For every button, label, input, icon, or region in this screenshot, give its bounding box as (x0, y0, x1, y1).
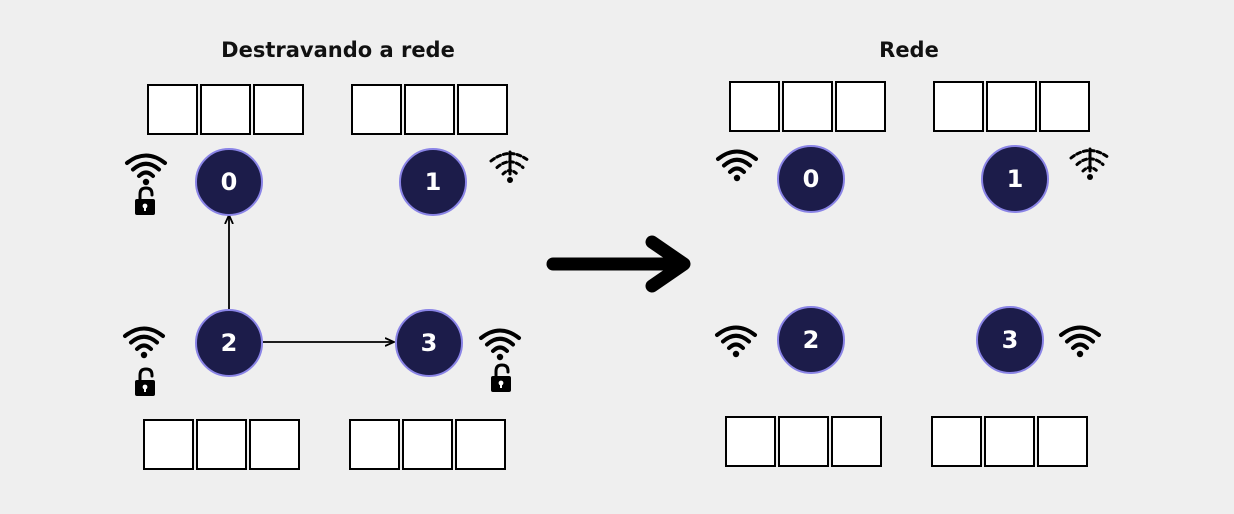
node-3-slots (931, 416, 1088, 467)
slot (349, 419, 400, 470)
slot (249, 419, 300, 470)
slot (455, 419, 506, 470)
right-panel-title: Rede (879, 38, 939, 62)
slot (404, 84, 455, 135)
node-2-slots (725, 416, 882, 467)
wifi-icon (124, 150, 168, 186)
slot (831, 416, 882, 467)
slot (147, 84, 198, 135)
wifi-icon (122, 323, 166, 359)
wifi-icon (478, 325, 522, 361)
slot (984, 416, 1035, 467)
wifi-off-icon (1068, 145, 1112, 181)
slot (200, 84, 251, 135)
slot (778, 416, 829, 467)
unlocked-padlock-icon (133, 186, 157, 216)
slot (835, 81, 886, 132)
node-2[interactable]: 2 (195, 309, 263, 377)
slot (457, 84, 508, 135)
node-3-slots (349, 419, 506, 470)
node-1-slots (351, 84, 508, 135)
slot (725, 416, 776, 467)
node-3[interactable]: 3 (976, 306, 1044, 374)
right-arrow-icon (546, 235, 691, 293)
node-1[interactable]: 1 (981, 145, 1049, 213)
slot (931, 416, 982, 467)
slot (1039, 81, 1090, 132)
slot (402, 419, 453, 470)
slot (1037, 416, 1088, 467)
node-0[interactable]: 0 (777, 145, 845, 213)
slot (986, 81, 1037, 132)
slot (196, 419, 247, 470)
slot (253, 84, 304, 135)
node-0-slots (729, 81, 886, 132)
node-0-slots (147, 84, 304, 135)
slot (729, 81, 780, 132)
node-0[interactable]: 0 (195, 148, 263, 216)
slot (782, 81, 833, 132)
wifi-icon (715, 146, 759, 182)
node-3[interactable]: 3 (395, 309, 463, 377)
node-2-slots (143, 419, 300, 470)
unlocked-padlock-icon (489, 363, 513, 393)
slot (351, 84, 402, 135)
slot (933, 81, 984, 132)
unlocked-padlock-icon (133, 367, 157, 397)
node-1-slots (933, 81, 1090, 132)
wifi-icon (714, 322, 758, 358)
left-panel-title: Destravando a rede (221, 38, 455, 62)
node-2[interactable]: 2 (777, 306, 845, 374)
slot (143, 419, 194, 470)
wifi-off-icon (488, 148, 532, 184)
wifi-icon (1058, 322, 1102, 358)
node-1[interactable]: 1 (399, 148, 467, 216)
